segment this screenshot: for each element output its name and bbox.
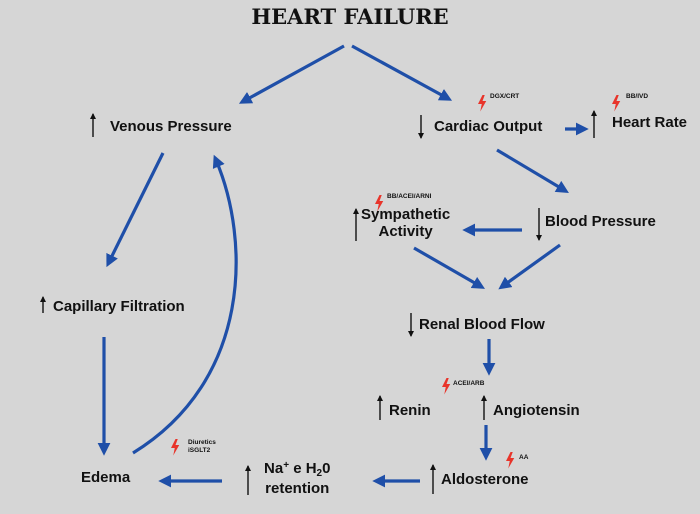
node-blood-pressure: Blood Pressure [545,213,656,230]
node-heart-rate: Heart Rate [612,114,688,131]
node-na-h2o-retention: Na+ e H20 retention [264,460,330,497]
node-renin: Renin [389,402,431,419]
arrow-hf-to-venous [238,44,345,104]
na-charge: + [283,460,290,471]
node-aldosterone: Aldosterone [441,471,529,488]
node-venous-pressure: Venous Pressure [110,118,232,135]
node-edema: Edema [81,469,131,486]
diagram-title: HEART FAILURE [251,4,449,29]
lightning-bolt-icon [506,452,515,469]
node-capillary-filtration: Capillary Filtration [53,298,185,315]
na-h2o-line: Na+ e H20 [264,460,330,480]
lightning-bolt-icon [478,95,487,112]
arrow-venous-to-capillary [106,152,165,268]
drug-bb-acei-arni: BB/ACEI/ARNI [387,193,432,200]
h2o-tail: 0 [322,460,331,477]
sympathetic-line1: Sympathetic [361,206,451,223]
drug-isglt2: iSGLT2 [188,446,211,454]
lightning-bolt-icon [375,195,384,212]
na-e-h: e H [289,460,317,477]
node-renal-blood-flow: Renal Blood Flow [419,316,545,333]
drug-dgx-crt: DGX/CRT [490,93,520,100]
arrow-bp-to-renal [498,243,561,290]
node-cardiac-output: Cardiac Output [434,118,543,135]
h2o-subscript: 2 [316,468,323,479]
lightning-bolt-icon [612,95,621,112]
drug-diuretics: Diuretics [188,439,216,446]
na-symbol: Na [264,460,284,477]
lightning-bolt-icon [171,439,180,456]
arrow-hf-to-cardiac [351,44,453,101]
retention-line: retention [265,479,330,497]
lightning-bolt-icon [442,378,451,395]
drug-acei-arb: ACEI/ARB [453,380,485,387]
arrow-sympathetic-to-renal [413,246,485,289]
node-sympathetic-activity: Sympathetic Activity [361,206,450,241]
drug-diuretics-isglt2: Diuretics iSGLT2 [188,439,216,455]
arrow-edema-to-venous [132,154,238,455]
drug-aa: AA [519,454,529,461]
sympathetic-line2: Activity [378,223,433,241]
node-angiotensin: Angiotensin [493,402,580,419]
drug-bb-ivd: BB/IVD [626,93,649,100]
arrow-cardiac-to-bp [496,148,569,193]
